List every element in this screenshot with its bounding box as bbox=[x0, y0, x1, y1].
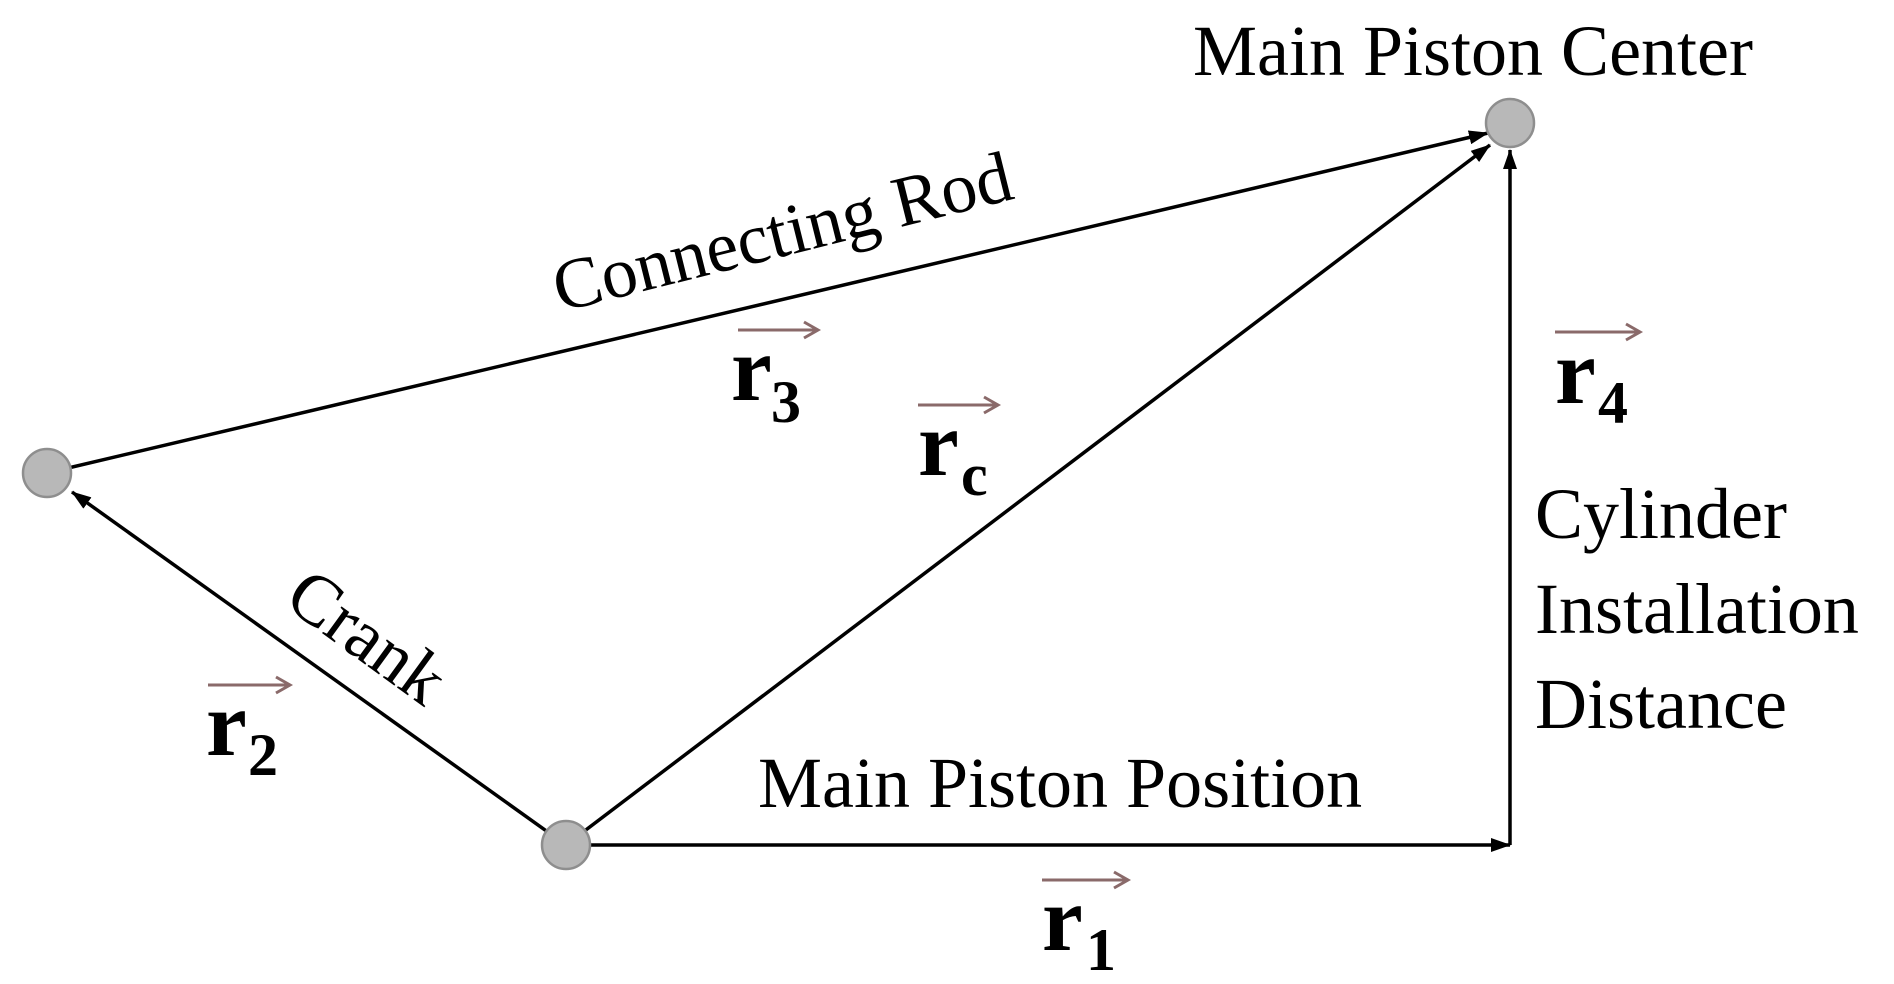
svg-text:3: 3 bbox=[771, 369, 801, 435]
vector-r4-label: r 4 bbox=[1555, 321, 1644, 436]
joint-crank-end bbox=[21, 447, 73, 499]
svg-text:r: r bbox=[918, 393, 959, 495]
vector-r3-label: r 3 bbox=[731, 318, 822, 435]
svg-text:c: c bbox=[961, 442, 988, 508]
svg-text:1: 1 bbox=[1086, 917, 1116, 983]
cylinder-label-line3: Distance bbox=[1535, 664, 1787, 744]
cylinder-label-line1: Cylinder bbox=[1535, 474, 1787, 554]
joint-crank-pivot bbox=[540, 819, 592, 871]
joint-piston-center bbox=[1484, 97, 1536, 149]
svg-text:r: r bbox=[731, 318, 772, 420]
main-piston-position-label: Main Piston Position bbox=[758, 743, 1362, 823]
svg-text:2: 2 bbox=[248, 722, 278, 788]
cylinder-label-line2: Installation bbox=[1535, 569, 1859, 649]
vector-r1-label: r 1 bbox=[1042, 868, 1132, 983]
vector-rc-label: r c bbox=[918, 393, 1002, 508]
rc-line bbox=[564, 143, 1492, 847]
crank-line bbox=[70, 490, 568, 847]
crank-label: Crank bbox=[273, 552, 462, 720]
svg-text:4: 4 bbox=[1598, 370, 1628, 436]
connecting-rod-line bbox=[46, 130, 1489, 475]
svg-text:r: r bbox=[1555, 321, 1596, 423]
svg-text:r: r bbox=[206, 673, 247, 775]
vector-r2-label: r 2 bbox=[206, 673, 294, 788]
main-piston-center-label: Main Piston Center bbox=[1193, 11, 1753, 91]
svg-text:r: r bbox=[1042, 868, 1083, 970]
